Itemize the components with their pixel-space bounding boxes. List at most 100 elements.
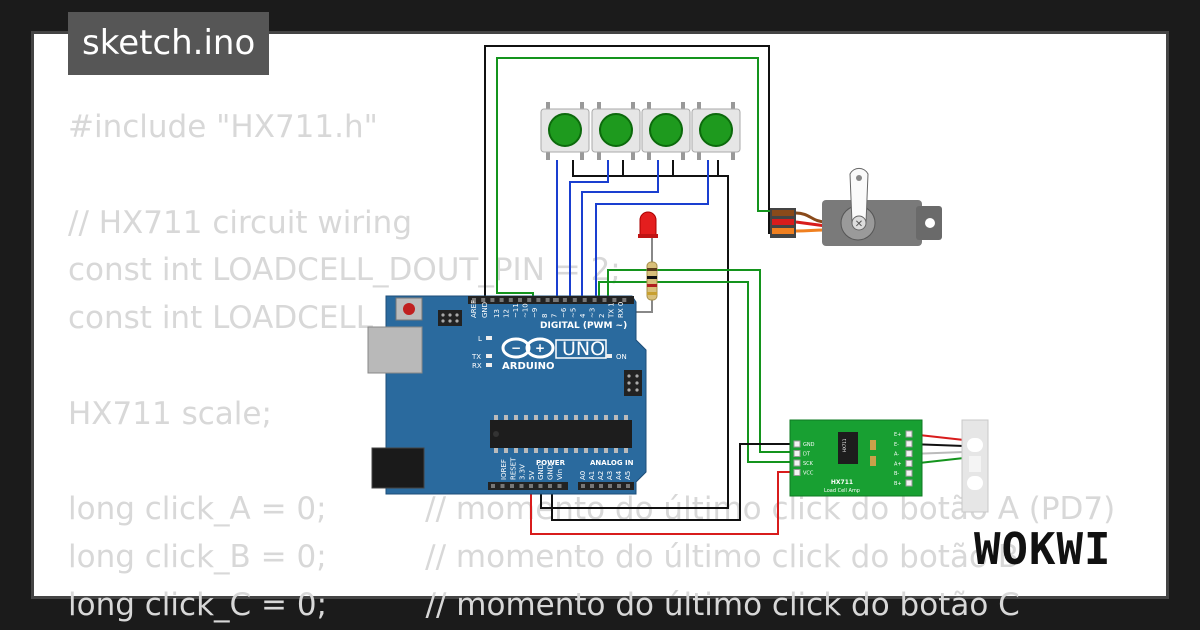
hx711-pin <box>793 459 801 467</box>
push-buttons <box>540 102 741 160</box>
hx711-right-pin-label: E+ <box>894 432 901 438</box>
analog-pin-label: A0 <box>579 471 587 480</box>
pin-hole <box>519 484 524 488</box>
pin-hole <box>527 298 532 302</box>
aref-label: AREF <box>470 300 478 318</box>
code-background: #include "HX711.h" // HX711 circuit wirin… <box>68 104 1115 630</box>
atmega-chip <box>490 415 632 453</box>
pin-hole <box>536 298 541 302</box>
pin-hole <box>518 298 522 302</box>
led-rx <box>486 363 492 367</box>
code-line: long click_B = 0; // momento do último c… <box>68 539 1020 576</box>
power-pin-label: 5V <box>528 471 536 480</box>
pin-hole <box>538 484 543 488</box>
svg-text:✕: ✕ <box>855 219 863 230</box>
code-line: #include "HX711.h" <box>68 109 378 145</box>
header-power <box>488 482 568 490</box>
led-on <box>606 354 612 358</box>
arduino-logo-icon: − + <box>501 337 555 359</box>
pin-hole <box>592 298 597 302</box>
pin-hole <box>612 298 617 302</box>
push-button-a[interactable] <box>540 102 590 160</box>
svg-text:+: + <box>535 341 545 355</box>
hx711-left-pin-label: SCK <box>803 461 814 467</box>
hx711-pin <box>905 440 913 448</box>
pin-hole <box>481 298 486 302</box>
hx711-pin <box>905 479 913 487</box>
pin-hole <box>491 484 495 488</box>
led-l-label: L <box>478 335 482 343</box>
analog-pin-label: A2 <box>597 471 605 480</box>
led-on-label: ON <box>616 353 627 361</box>
pin-hole <box>582 298 587 302</box>
pin-hole <box>572 298 577 302</box>
hx711-pin <box>905 450 913 458</box>
digital-pin-label: ~6 <box>560 307 568 318</box>
hx711-pin <box>905 469 913 477</box>
gnd-top-label: GND <box>481 302 489 318</box>
push-button-b[interactable] <box>591 102 641 160</box>
pin-hole <box>602 298 607 302</box>
wire-black-buttons-to-gnd <box>540 175 729 509</box>
analog-pin-label: A5 <box>624 471 632 480</box>
hx711-right-pin-label: E- <box>894 442 899 448</box>
svg-text:−: − <box>511 341 521 355</box>
pin-hole <box>472 298 476 302</box>
pin-hole <box>617 484 621 488</box>
power-pin-label: RESET <box>509 457 517 480</box>
digital-pin-label: RX 0 <box>617 302 625 318</box>
pin-hole <box>548 484 552 488</box>
pin-hole <box>626 484 630 488</box>
power-jack <box>371 447 425 489</box>
header-digital-high <box>468 296 560 304</box>
analog-label: ANALOG IN <box>590 459 634 467</box>
hx711-right-pin-label: B+ <box>894 481 902 487</box>
hx711-pin <box>793 440 801 448</box>
pin-hole <box>622 298 627 302</box>
svg-text:HX711: HX711 <box>842 438 847 452</box>
reset-button-cap[interactable] <box>403 303 415 315</box>
pin-hole <box>608 484 612 488</box>
led-tx <box>486 354 492 358</box>
wire-blue-button-b <box>569 160 609 298</box>
icsp-header-2 <box>624 370 642 396</box>
pin-hole <box>590 484 594 488</box>
wire-black-servo-gnd <box>484 45 790 298</box>
power-pin-label: IOREF <box>500 459 508 480</box>
digital-pin-label: 2 <box>598 314 606 318</box>
code-line: HX711 scale; <box>68 395 272 432</box>
red-led[interactable] <box>638 211 658 238</box>
hx711-left-pin-label: GND <box>803 442 815 448</box>
digital-pin-label: ~10 <box>522 303 530 318</box>
hx711-title: HX711 <box>831 479 853 486</box>
load-cell[interactable] <box>961 419 989 513</box>
analog-pin-label: A4 <box>615 470 623 480</box>
power-pin-label: GND <box>547 464 555 480</box>
pin-hole <box>529 484 533 488</box>
board-name: UNO <box>562 338 605 360</box>
push-button-c[interactable] <box>641 102 691 160</box>
hx711-right-pin-label: B- <box>894 471 899 477</box>
digital-pin-label: TX 1 <box>608 302 616 319</box>
power-label: POWER <box>536 459 566 467</box>
code-line: // HX711 circuit wiring <box>68 204 412 241</box>
file-name-tag: sketch.ino <box>68 12 270 75</box>
servo-motor[interactable]: ✕ <box>770 167 942 246</box>
push-button-d[interactable] <box>691 102 741 160</box>
wire-green-hx711-sck <box>598 281 790 463</box>
hx711-right-pin-label: A- <box>894 452 899 458</box>
digital-pin-label: ~9 <box>531 308 539 318</box>
pin-hole <box>553 298 557 302</box>
digital-pin-label: 4 <box>579 313 587 318</box>
hx711-left-pin-label: DT <box>803 452 811 458</box>
icsp-header <box>438 310 462 326</box>
analog-pin-label: A1 <box>588 471 596 480</box>
code-line: long click_A = 0; // momento do último c… <box>68 491 1116 528</box>
bottom-pin-holes <box>491 484 630 488</box>
digital-pin-label: ~3 <box>589 308 597 318</box>
power-pin-label: 3.3V <box>519 464 527 480</box>
